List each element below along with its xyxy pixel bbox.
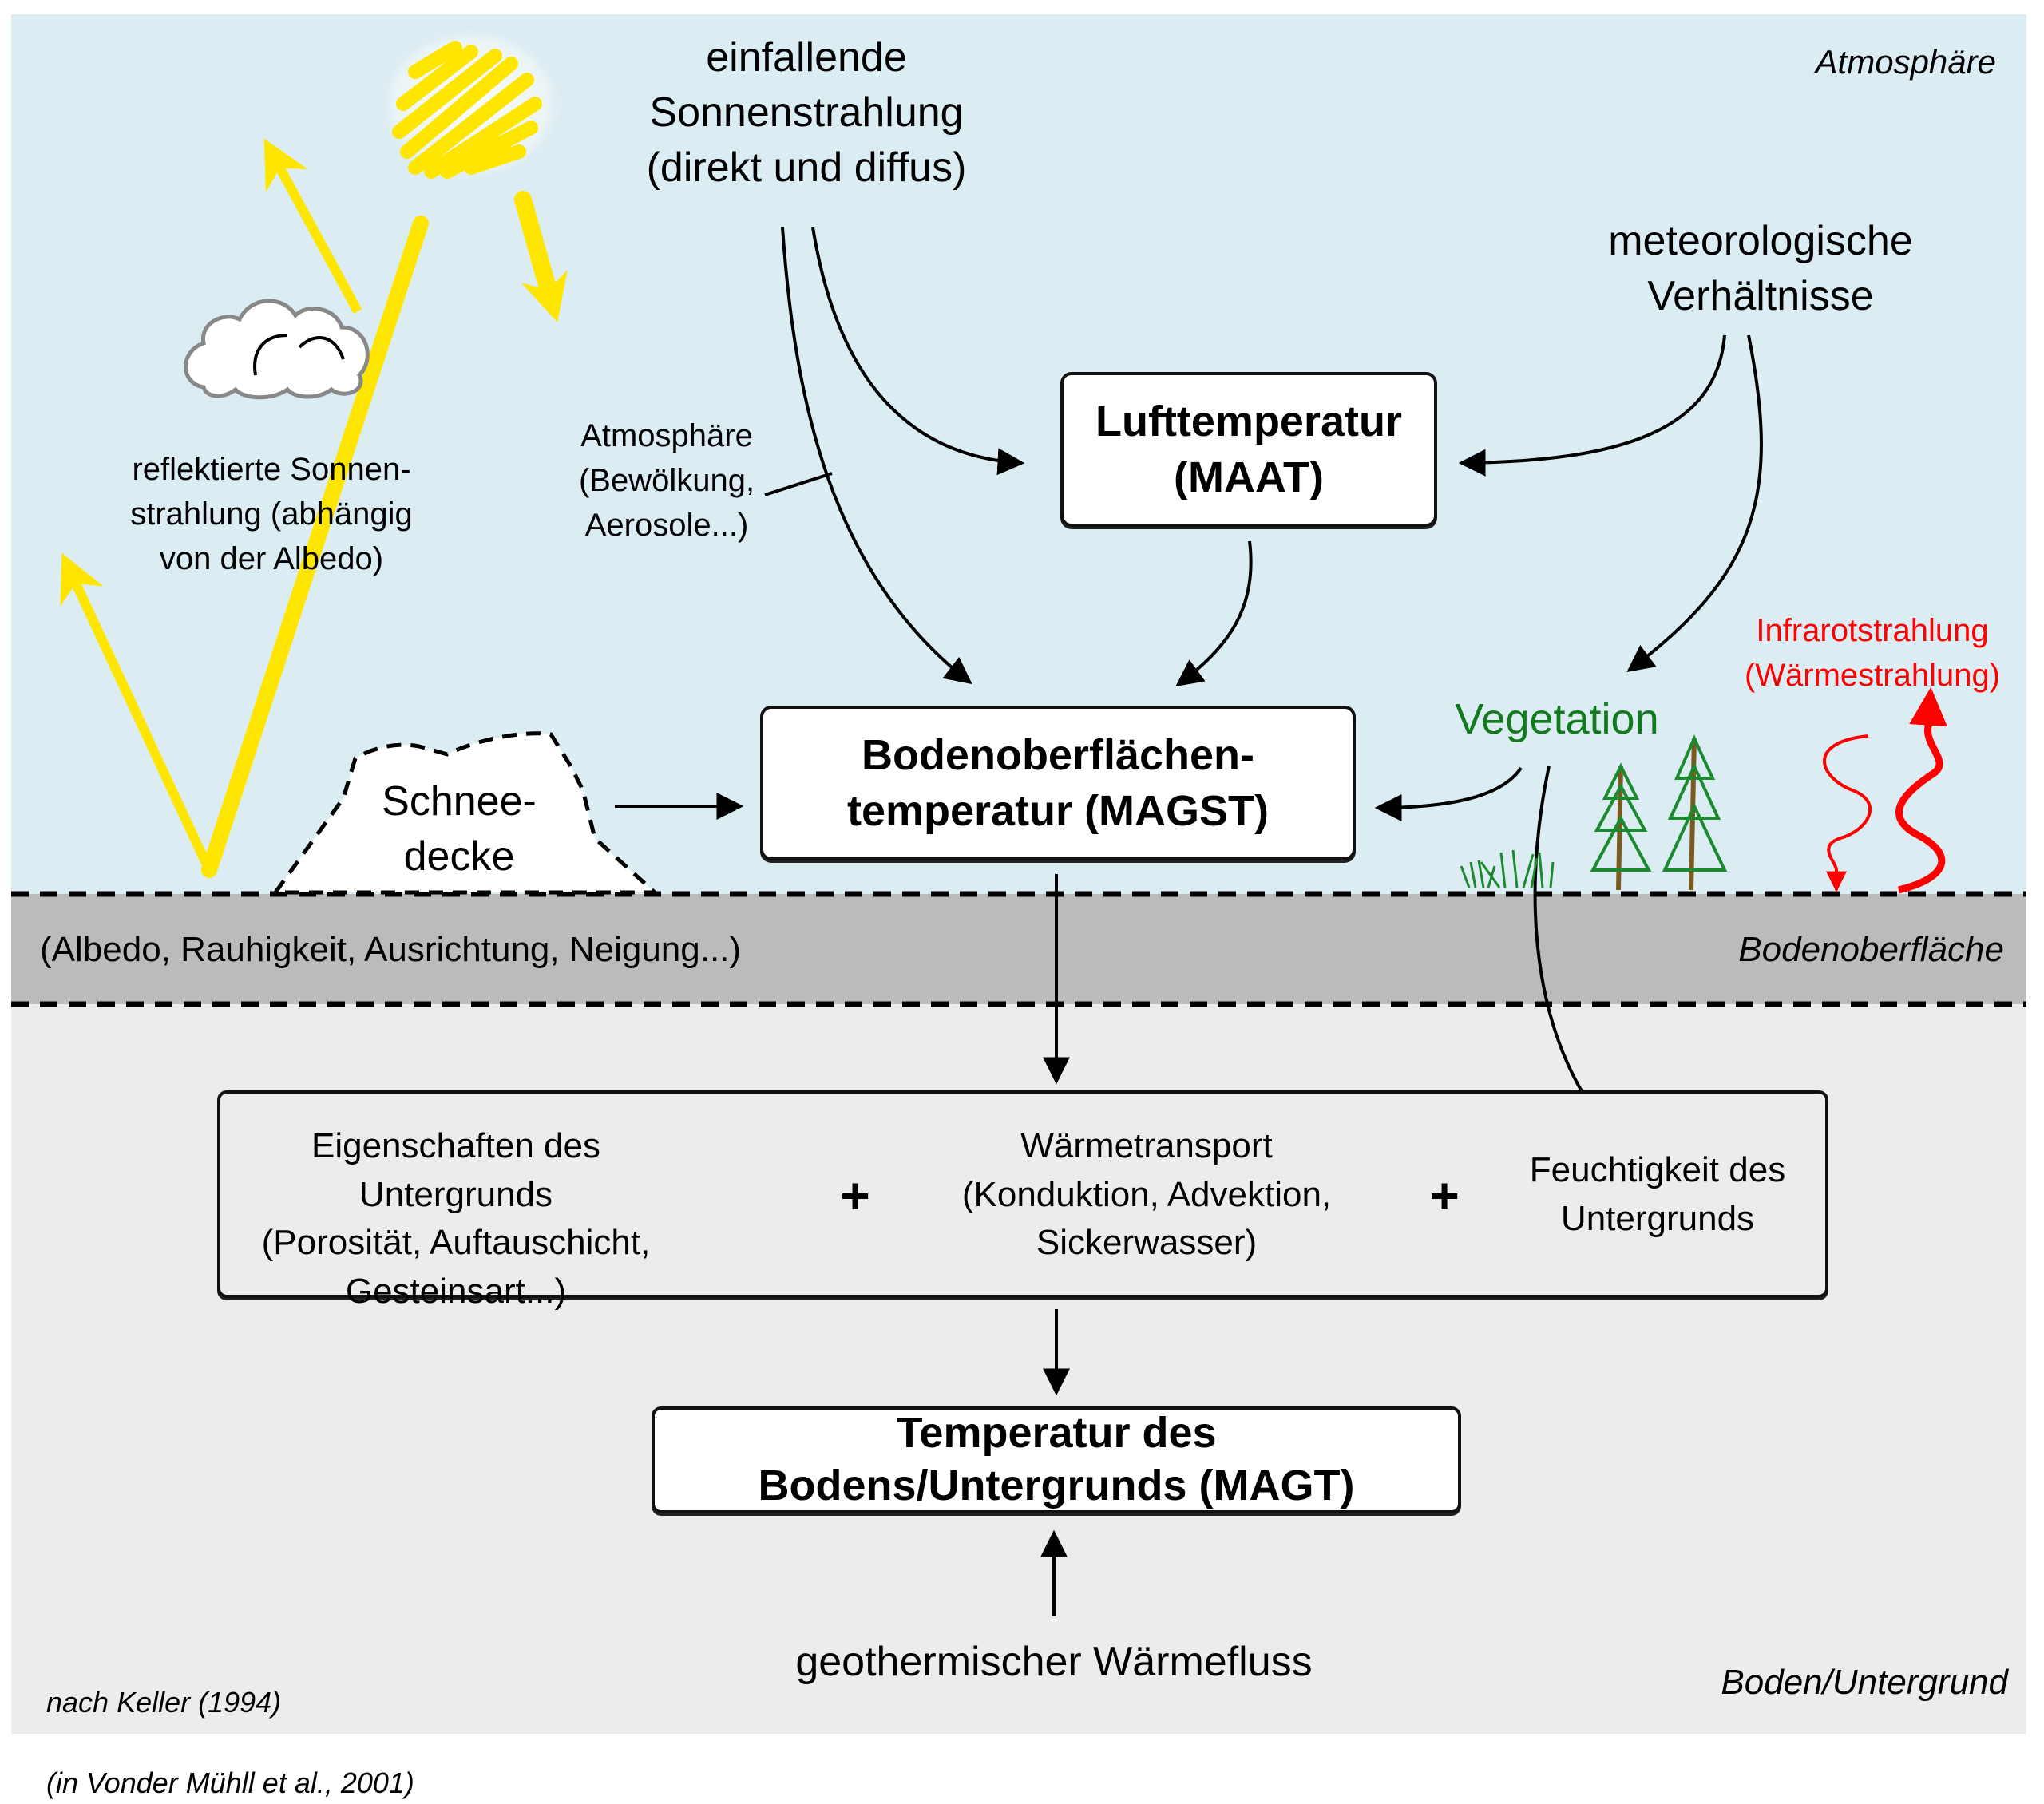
- surface-properties-label: (Albedo, Rauhigkeit, Ausrichtung, Neigun…: [40, 930, 742, 969]
- sun-rays: [60, 138, 568, 878]
- sun-icon: [375, 24, 567, 184]
- ground-surface-zone: [11, 894, 2026, 1004]
- grass-icon: [1460, 849, 1555, 888]
- geothermal-flux-label: geothermischer Wärmefluss: [795, 1639, 1313, 1685]
- reflected-radiation-label: reflektierte Sonnen- strahlung (abhängig…: [130, 452, 413, 576]
- arrow-meteo-to-vegetation: [1626, 334, 1763, 673]
- plus-sign-1: +: [840, 1167, 870, 1224]
- air-temperature-text: Lufttemperatur (MAAT): [1095, 397, 1402, 501]
- connector-arrows: [615, 227, 1763, 1616]
- citation-line-1: nach Keller (1994): [46, 1686, 282, 1719]
- incoming-radiation-label: einfallende Sonnenstrahlung (direkt und …: [646, 34, 967, 192]
- infrared-up-wave: [1895, 686, 1948, 894]
- air-temperature-box: Lufttemperatur (MAAT): [1060, 372, 1437, 527]
- subsurface-properties-text: Eigenschaften des Untergrunds (Porosität…: [261, 1126, 651, 1311]
- ground-temperature-text: Temperatur des Bodens/Untergrunds (MAGT): [758, 1409, 1355, 1509]
- zone-label-ground-surface: Bodenoberfläche: [1738, 930, 2004, 969]
- tree-icon: [1590, 762, 1652, 891]
- infrared-label: Infrarotstrahlung (Wärmestrahlung): [1744, 613, 2001, 693]
- atmosphere-factors-label: Atmosphäre (Bewölkung, Aerosole...): [578, 418, 755, 543]
- cloud-icon: [184, 299, 370, 400]
- moisture-text: Feuchtigkeit des Untergrunds: [1529, 1150, 1786, 1238]
- snow-cover-label: Schnee- decke: [382, 778, 537, 880]
- permafrost-temperature-diagram: Atmosphäre Bodenoberfläche Boden/Untergr…: [11, 14, 2026, 1799]
- arrow-air-to-surface: [1175, 540, 1253, 687]
- meteorological-label: meteorologische Verhältnisse: [1608, 218, 1913, 320]
- snow-cover-shape: [271, 731, 660, 895]
- arrow-vegetation-to-surface: [1374, 766, 1523, 821]
- ground-temperature-box: Temperatur des Bodens/Untergrunds (MAGT): [652, 1406, 1461, 1513]
- arrow-meteo-to-air: [1458, 334, 1726, 477]
- reflected-ray-cloud: [263, 138, 362, 314]
- zone-label-atmosphere: Atmosphäre: [1815, 43, 1996, 81]
- heat-transport-text: Wärmetransport (Konduktion, Advektion, S…: [961, 1126, 1332, 1263]
- atmosphere-pointer: [764, 472, 833, 496]
- diffuse-ray: [514, 191, 568, 322]
- tree-icon: [1662, 734, 1728, 891]
- arrow-radiation-to-surface: [781, 227, 972, 685]
- subsurface-factors-box: Eigenschaften des Untergrunds (Porosität…: [217, 1090, 1828, 1311]
- vegetation-label: Vegetation: [1455, 695, 1659, 743]
- infrared-wave-icon: [1823, 686, 1948, 894]
- plus-sign-2: +: [1429, 1167, 1460, 1224]
- incoming-ray: [201, 216, 429, 878]
- surface-temperature-box: Bodenoberflächen- temperatur (MAGST): [760, 706, 1356, 860]
- infrared-down-wave: [1823, 734, 1872, 892]
- zone-label-subsurface: Boden/Untergrund: [1721, 1663, 2008, 1702]
- citation-label: nach Keller (1994) (in Vonder Mühll et a…: [46, 1643, 493, 1804]
- citation-line-2: (in Vonder Mühll et al., 2001): [46, 1766, 414, 1800]
- reflected-ray-left: [60, 552, 214, 872]
- arrow-radiation-to-air: [811, 227, 1025, 476]
- surface-temperature-text: Bodenoberflächen- temperatur (MAGST): [846, 730, 1270, 835]
